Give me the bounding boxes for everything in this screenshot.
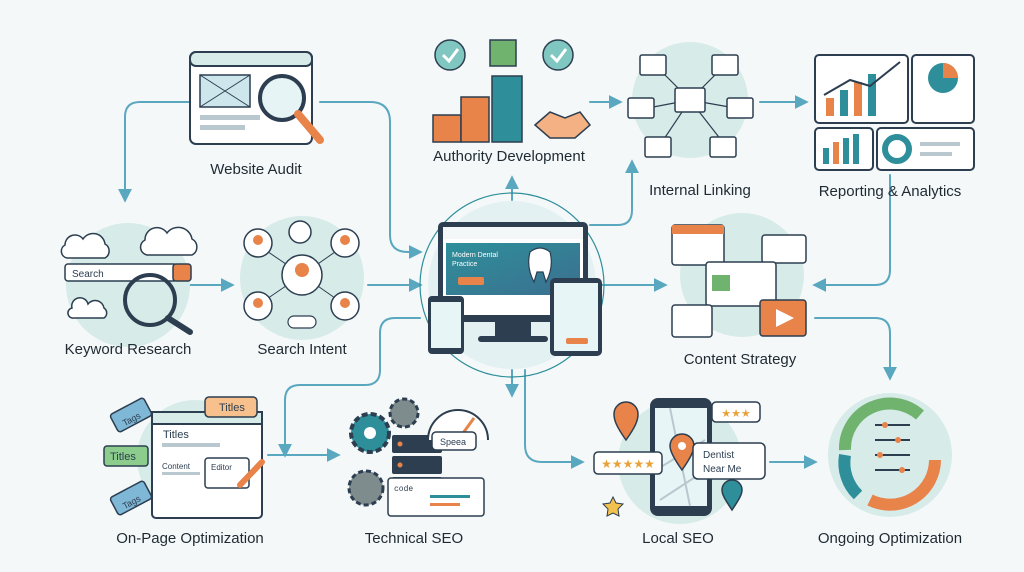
review-stars: ★★★★★ bbox=[601, 457, 655, 471]
label-keyword-research: Keyword Research bbox=[64, 341, 192, 358]
map-pin-icon-2 bbox=[613, 401, 639, 442]
arrow-reporting-to-content bbox=[812, 174, 891, 292]
label-internal-linking: Internal Linking bbox=[649, 182, 751, 199]
dentist-bubble-line2: Near Me bbox=[703, 464, 742, 475]
label-search-intent: Search Intent bbox=[257, 341, 347, 358]
keyword-research-illustration bbox=[60, 223, 198, 347]
play-icon bbox=[776, 309, 794, 327]
internal-linking-illustration bbox=[627, 42, 754, 158]
screen-headline-line1: Modern Dental bbox=[452, 252, 498, 259]
arrow-content-to-ongoing bbox=[814, 317, 897, 381]
screen-headline-line2: Practice bbox=[452, 261, 477, 268]
label-technical-seo: Technical SEO bbox=[364, 530, 464, 547]
titles-tag-side-text: Titles bbox=[110, 451, 136, 463]
titles-tag-text: Titles bbox=[219, 402, 245, 414]
content-text: Content bbox=[162, 462, 191, 471]
arrow-center-to-linking bbox=[589, 159, 639, 226]
label-local-seo: Local SEO bbox=[642, 530, 714, 547]
local-seo-illustration: ★★★★★ ★★★ bbox=[593, 398, 766, 524]
badge-check-icon-2 bbox=[542, 39, 574, 71]
arrow-center-to-local bbox=[524, 369, 585, 469]
technical-seo-illustration bbox=[347, 397, 489, 517]
editor-text: Editor bbox=[211, 463, 232, 472]
ongoing-optimization-illustration bbox=[828, 393, 952, 517]
rating-stars: ★★★ bbox=[721, 407, 751, 420]
pencil-icon bbox=[237, 459, 265, 488]
cycle-arrows-icon bbox=[838, 397, 924, 451]
tooth-icon bbox=[528, 247, 552, 284]
website-audit-illustration bbox=[189, 51, 324, 145]
arrow-audit-to-center bbox=[319, 101, 423, 259]
label-reporting-analytics: Reporting & Analytics bbox=[818, 183, 962, 200]
center-devices-illustration bbox=[419, 192, 605, 378]
star-icon bbox=[601, 495, 625, 517]
search-bar-text: Search bbox=[72, 269, 104, 280]
label-authority-development: Authority Development bbox=[433, 148, 585, 165]
arrow-center-to-onpage bbox=[278, 317, 421, 458]
handshake-icon bbox=[533, 111, 592, 139]
content-strategy-illustration bbox=[671, 213, 807, 338]
label-onpage-optimization: On-Page Optimization bbox=[116, 530, 264, 547]
speed-gauge-text: Speea bbox=[440, 437, 466, 447]
gear-icon-2 bbox=[388, 397, 420, 429]
authority-development-illustration bbox=[432, 39, 592, 143]
dentist-bubble-line1: Dentist bbox=[703, 450, 734, 461]
code-text: code bbox=[394, 485, 413, 494]
search-intent-illustration bbox=[240, 216, 364, 340]
arrow-audit-to-keyword bbox=[118, 101, 191, 203]
titles-heading-text: Titles bbox=[163, 429, 189, 441]
connector-arrows bbox=[118, 95, 897, 469]
badge-check-icon bbox=[434, 39, 466, 71]
label-website-audit: Website Audit bbox=[210, 161, 302, 178]
magnifier-icon bbox=[258, 74, 306, 122]
onpage-optimization-illustration bbox=[103, 396, 265, 519]
label-ongoing-optimization: Ongoing Optimization bbox=[817, 530, 963, 547]
label-content-strategy: Content Strategy bbox=[683, 351, 797, 368]
gear-icon-3 bbox=[347, 469, 385, 507]
reporting-analytics-illustration bbox=[814, 54, 975, 171]
